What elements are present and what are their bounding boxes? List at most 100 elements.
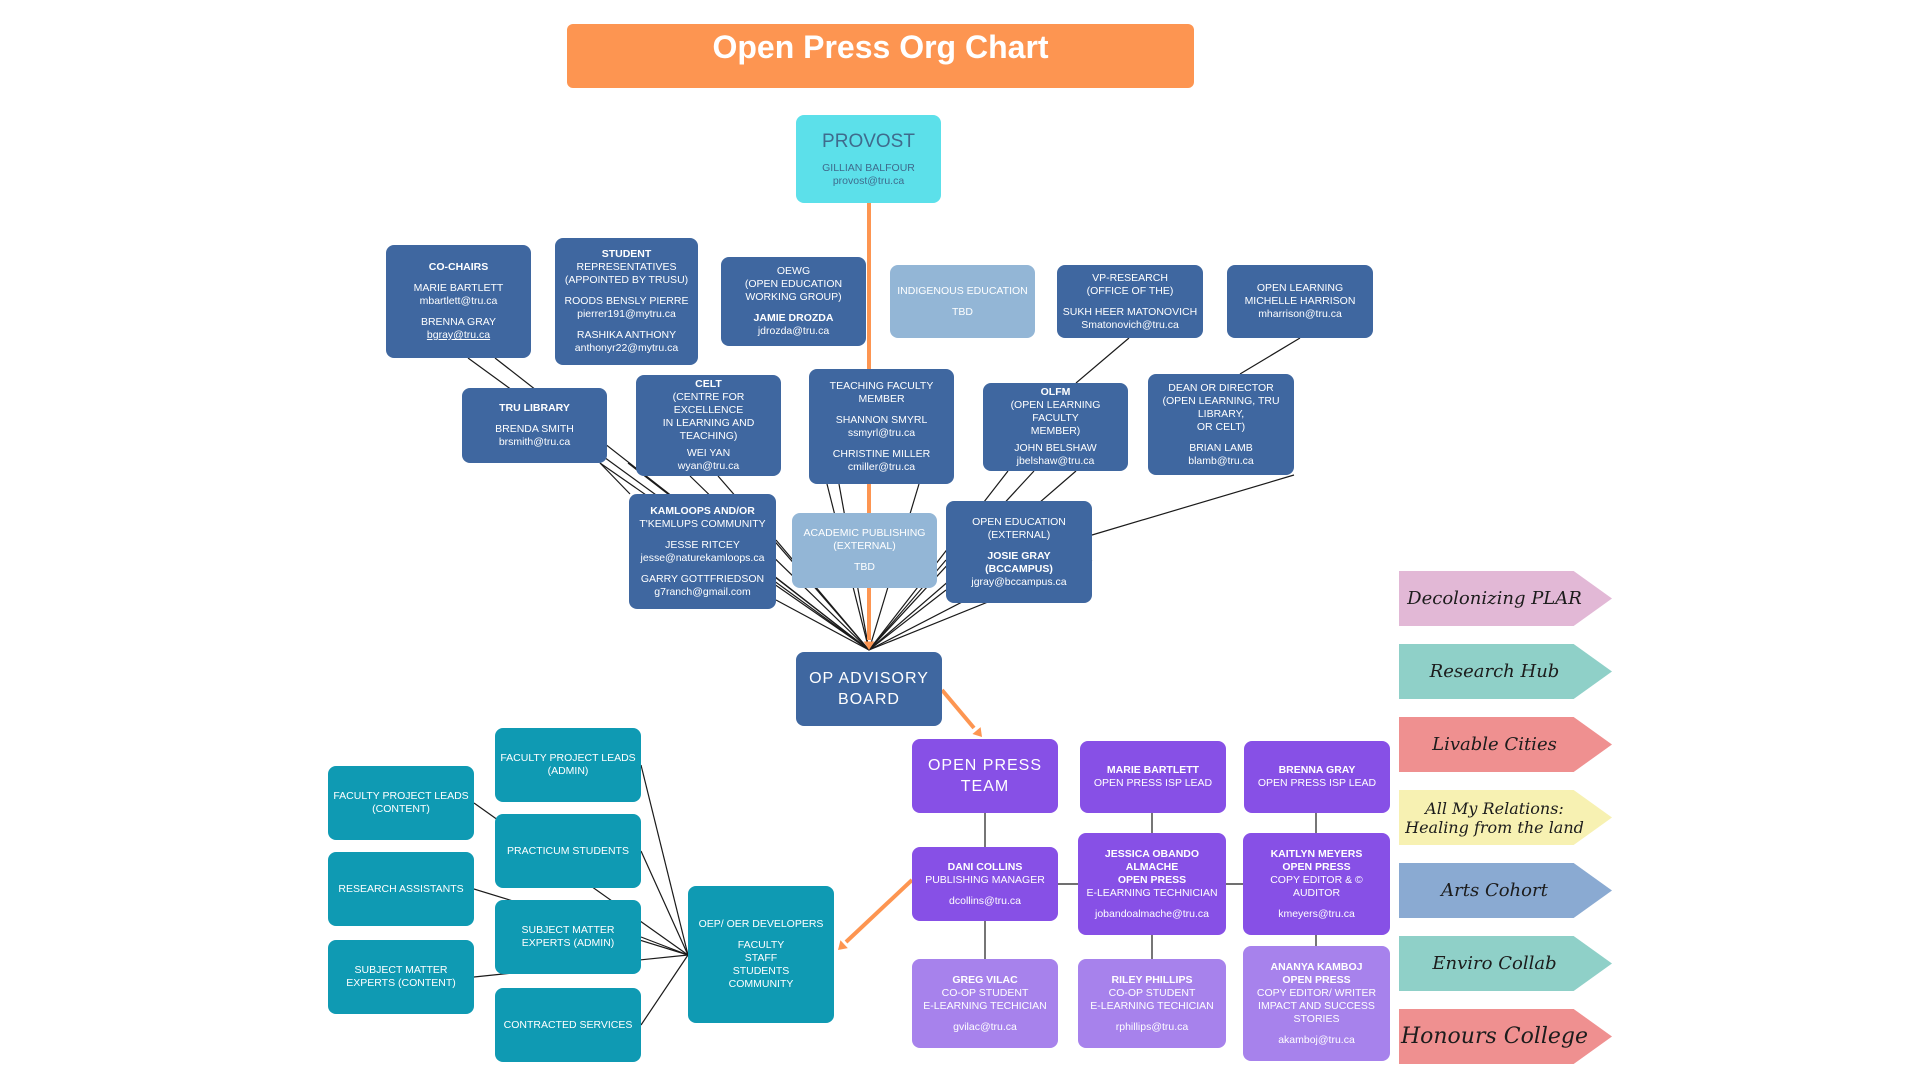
student-reps-box: STUDENT REPRESENTATIVES (APPOINTED BY TR… [555,238,698,365]
connector-line [599,462,631,495]
tag-livable-cities[interactable]: Livable Cities [1399,717,1612,772]
vp-research-name: SUKH HEER MATONOVICH [1062,305,1198,318]
co-chair-email[interactable]: bgray@tru.ca [426,329,491,341]
teaching-faculty-email: ssmyrl@tru.ca [847,426,916,439]
team-member-name: BRENNA GRAY [1278,764,1356,776]
team-member-name: GREG VILAC [952,973,1018,986]
team-member-role: OPEN PRESS ISP LEAD [1257,777,1377,789]
tag-arts-cohort[interactable]: Arts Cohort [1399,863,1612,918]
academic-publishing-name: TBD [854,561,875,573]
developers-group: STUDENTS [732,965,790,977]
tag-enviro-collab[interactable]: Enviro Collab [1399,936,1612,991]
tag-all-my-relations[interactable]: All My Relations: Healing from the land [1399,790,1612,845]
team-member-role: OPEN PRESS ISP LEAD [1093,777,1213,789]
faculty-leads-content-box: FACULTY PROJECT LEADS (CONTENT) [328,766,474,840]
practicum-students-box: PRACTICUM STUDENTS [495,814,641,888]
tru-library-box: TRU LIBRARY BRENDA SMITH brsmith@tru.ca [462,388,607,463]
teaching-faculty-name: SHANNON SMYRL [835,413,928,426]
dean-name: BRIAN LAMB [1189,441,1253,454]
tag-decolonizing-plar[interactable]: Decolonizing PLAR [1399,571,1612,626]
provost-box: PROVOST GILLIAN BALFOUR provost@tru.ca [796,115,941,203]
vp-research-title: VP-RESEARCH [1092,271,1168,284]
developers-group: STAFF [744,952,778,964]
open-education-org: (BCCAMPUS) [985,562,1053,575]
team-member-email: jobandoalmache@tru.ca [1095,907,1209,920]
student-rep-name: RASHIKA ANTHONY [576,329,677,341]
jessica-obando-box: JESSICA OBANDO ALMACHE OPEN PRESS E-LEAR… [1078,833,1226,935]
team-member-name: ANANYA KAMBOJ [1270,960,1363,973]
tag-research-hub[interactable]: Research Hub [1399,644,1612,699]
marie-bartlett-box: MARIE BARTLETT OPEN PRESS ISP LEAD [1080,741,1226,813]
team-member-role: AUDITOR [1292,886,1341,899]
celt-email: wyan@tru.ca [677,460,740,472]
provost-email: provost@tru.ca [832,175,905,187]
kamloops-name: GARRY GOTTFRIEDSON [640,572,765,585]
co-chair-name: BRENNA GRAY [420,316,497,328]
connector-line [775,599,870,651]
teaching-faculty-name: CHRISTINE MILLER [832,447,931,460]
faculty-leads-content-label: FACULTY PROJECT LEADS (CONTENT) [333,790,469,815]
connector-line [1239,337,1301,375]
developer-connector-line [640,850,689,956]
dean-subtitle: (OPEN LEARNING, TRU [1162,394,1280,407]
faculty-leads-admin-box: FACULTY PROJECT LEADS (ADMIN) [495,728,641,802]
team-label: TEAM [960,778,1010,795]
co-chairs-title: CO-CHAIRS [428,261,489,273]
team-label: OPEN PRESS [927,757,1043,774]
olfm-email: jbelshaw@tru.ca [1016,455,1095,467]
page-title: Open Press Org Chart [567,24,1194,88]
developers-title: OEP/ OER DEVELOPERS [698,918,824,930]
indigenous-education-box: INDIGENOUS EDUCATION TBD [890,265,1035,338]
team-member-org: OPEN PRESS [1117,873,1187,886]
team-member-name: DANI COLLINS [947,860,1023,873]
oewg-title: OEWG [776,265,811,277]
team-member-role: E-LEARNING TECHICIAN [923,999,1047,1012]
sme-admin-label: SUBJECT MATTER EXPERTS (ADMIN) [521,924,615,949]
kamloops-title: KAMLOOPS AND/OR [650,504,755,517]
team-member-name: ALMACHE [1125,860,1179,873]
team-member-name: JESSICA OBANDO [1104,847,1200,860]
tag-label: Livable Cities [1432,733,1557,755]
vp-research-subtitle: (OFFICE OF THE) [1086,284,1174,297]
team-member-role: COPY EDITOR & © [1270,873,1363,886]
open-education-title: OPEN EDUCATION [972,515,1066,528]
faculty-leads-admin-label: FACULTY PROJECT LEADS (ADMIN) [500,752,636,777]
teaching-faculty-title: MEMBER [858,392,905,405]
oewg-name: JAMIE DROZDA [753,312,834,324]
team-member-email: kmeyers@tru.ca [1278,907,1355,920]
tru-library-title: TRU LIBRARY [499,402,570,414]
academic-publishing-title: ACADEMIC PUBLISHING [803,527,926,539]
olfm-subtitle: MEMBER) [1030,425,1081,437]
open-learning-box: OPEN LEARNING MICHELLE HARRISON mharriso… [1227,265,1373,338]
tag-label: Decolonizing PLAR [1407,587,1582,609]
developers-arrow-line [844,878,914,944]
open-press-team-box: OPEN PRESS TEAM [912,739,1058,813]
oep-oer-developers-box: OEP/ OER DEVELOPERS FACULTY STAFF STUDEN… [688,886,834,1023]
teaching-faculty-email: cmiller@tru.ca [847,460,916,473]
student-rep-email: pierrer191@mytru.ca [577,308,676,320]
op-advisory-board-box: OP ADVISORY BOARD [796,652,942,726]
kamloops-community-box: KAMLOOPS AND/OR T'KEMLUPS COMMUNITY JESS… [629,494,776,609]
brenna-gray-box: BRENNA GRAY OPEN PRESS ISP LEAD [1244,741,1390,813]
provost-arrow-head [863,641,875,650]
kamloops-email: jesse@naturekamloops.ca [640,551,765,564]
student-rep-name: ROODS BENSLY PIERRE [564,295,689,307]
tru-library-email: brsmith@tru.ca [498,436,571,448]
student-rep-email: anthonyr22@mytru.ca [574,342,679,354]
olfm-title: OLFM [1040,386,1071,398]
co-chairs-box: CO-CHAIRS MARIE BARTLETT mbartlett@tru.c… [386,245,531,358]
tag-honours-college[interactable]: Honours College [1399,1009,1612,1064]
celt-subtitle: (CENTRE FOR EXCELLENCE [672,391,745,416]
open-education-email: jgray@bccampus.ca [971,575,1067,588]
team-member-name: RILEY PHILLIPS [1111,973,1193,986]
celt-name: WEI YAN [686,447,731,459]
celt-subtitle: TEACHING) [679,430,738,442]
celt-subtitle: IN LEARNING AND [662,417,755,429]
vp-research-box: VP-RESEARCH (OFFICE OF THE) SUKH HEER MA… [1057,265,1203,338]
open-learning-name: MICHELLE HARRISON [1244,295,1356,307]
connector-line [1075,337,1130,384]
team-member-role: STORIES [1293,1012,1340,1025]
dean-email: blamb@tru.ca [1188,454,1254,467]
practicum-label: PRACTICUM STUDENTS [507,844,629,857]
co-chair-email: mbartlett@tru.ca [419,295,498,307]
